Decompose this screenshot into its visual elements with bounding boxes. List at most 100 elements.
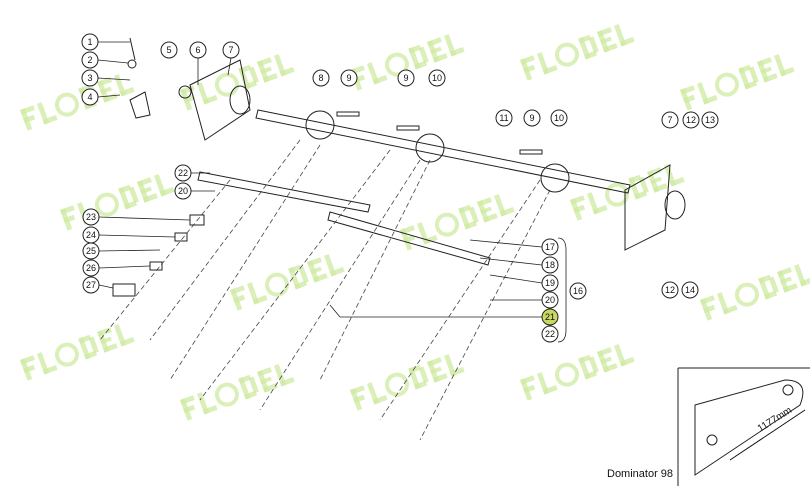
bearing-housing-left: [229, 85, 251, 115]
callout-23: 23: [82, 208, 100, 226]
key-9c: [519, 149, 543, 155]
callout-3: 3: [81, 69, 99, 87]
watermark-logo: [680, 54, 795, 111]
watermark-gear-icon: [554, 362, 579, 387]
watermark-logo: [20, 324, 135, 381]
callout-19: 19: [541, 274, 559, 292]
watermark-logo: [700, 264, 810, 321]
callout-22: 22: [541, 325, 559, 343]
callout-26: 26: [82, 259, 100, 277]
svg-text:22: 22: [545, 329, 555, 339]
svg-text:6: 6: [195, 45, 200, 55]
callout-7: 7: [222, 41, 240, 59]
watermark-gear-icon: [734, 282, 759, 307]
watermark-logo: [520, 344, 635, 401]
callout-21: 21: [541, 308, 559, 326]
svg-text:8: 8: [318, 73, 323, 83]
svg-text:21: 21: [545, 312, 555, 322]
watermark-logo: [400, 194, 515, 251]
part-27: [112, 283, 136, 297]
watermark-logo: [180, 54, 295, 111]
svg-text:13: 13: [705, 115, 715, 125]
bearing-plate-right: [624, 164, 671, 251]
sprocket-8: [305, 110, 335, 140]
part-26: [149, 261, 163, 271]
knife-bars: [112, 37, 491, 297]
watermark-gear-icon: [554, 42, 579, 67]
sprocket-10: [415, 133, 445, 163]
callout-7: 7: [661, 111, 679, 129]
part-3: [129, 91, 151, 119]
callout-27: 27: [82, 276, 100, 294]
svg-text:1: 1: [87, 37, 92, 47]
svg-text:7: 7: [667, 115, 672, 125]
callout-17: 17: [541, 238, 559, 256]
svg-text:24: 24: [86, 230, 96, 240]
watermark-gear-icon: [714, 72, 739, 97]
model-caption: Dominator 98: [607, 468, 674, 480]
svg-text:11: 11: [499, 113, 508, 123]
watermark-gear-icon: [54, 92, 79, 117]
callout-20: 20: [541, 291, 559, 309]
watermark-gear-icon: [384, 372, 409, 397]
watermark-gear-icon: [434, 212, 459, 237]
callout-24: 24: [82, 226, 100, 244]
svg-text:18: 18: [545, 260, 555, 270]
svg-text:25: 25: [86, 246, 96, 256]
inset-detail: 1177mm: [677, 367, 810, 486]
callout-18: 18: [541, 256, 559, 274]
watermark-logo: [520, 24, 635, 81]
svg-text:14: 14: [685, 285, 695, 295]
watermark-logo: [20, 74, 135, 131]
leader-lines: [97, 41, 567, 343]
callout-2: 2: [81, 51, 99, 69]
watermark-gear-icon: [94, 192, 119, 217]
key-9b: [396, 125, 420, 131]
main-shaft: [189, 59, 686, 251]
svg-text:12: 12: [665, 285, 675, 295]
svg-text:3: 3: [87, 73, 92, 83]
watermark-logo: [350, 354, 465, 411]
watermark-logo: [230, 254, 345, 311]
callout-4: 4: [81, 88, 99, 106]
callout-16: 16: [569, 282, 587, 300]
svg-text:2: 2: [87, 55, 92, 65]
svg-text:10: 10: [554, 113, 564, 123]
svg-text:22: 22: [178, 168, 188, 178]
svg-text:9: 9: [403, 73, 408, 83]
svg-text:27: 27: [86, 280, 96, 290]
svg-text:20: 20: [545, 295, 555, 305]
watermark-gear-icon: [214, 72, 239, 97]
watermark-logo: [59, 174, 175, 231]
watermark-gear-icon: [264, 272, 289, 297]
callout-8: 8: [312, 69, 330, 87]
callout-13: 13: [701, 111, 719, 129]
svg-text:4: 4: [87, 92, 92, 102]
svg-text:10: 10: [432, 73, 442, 83]
sprocket-10b: [540, 163, 570, 193]
callout-22: 22: [174, 164, 192, 182]
callout-6: 6: [189, 41, 207, 59]
svg-text:7: 7: [228, 45, 233, 55]
callout-5: 5: [160, 41, 178, 59]
callout-10: 10: [428, 69, 446, 87]
svg-text:23: 23: [86, 212, 96, 222]
bearing-housing-right: [664, 190, 686, 220]
projection-lines: [99, 139, 551, 441]
callout-9: 9: [340, 69, 358, 87]
svg-text:12: 12: [686, 115, 696, 125]
callout-20: 20: [174, 182, 192, 200]
callout-14: 14: [681, 281, 699, 299]
watermark-gear-icon: [54, 342, 79, 367]
part-2: [127, 59, 137, 69]
watermark-layer: [20, 24, 810, 421]
callout-1: 1: [81, 33, 99, 51]
watermark-logo: [180, 364, 295, 421]
svg-text:16: 16: [573, 286, 583, 296]
bearing-plate-left: [189, 59, 251, 141]
svg-text:9: 9: [346, 73, 351, 83]
part-1: [129, 37, 136, 61]
callout-12: 12: [682, 111, 700, 129]
